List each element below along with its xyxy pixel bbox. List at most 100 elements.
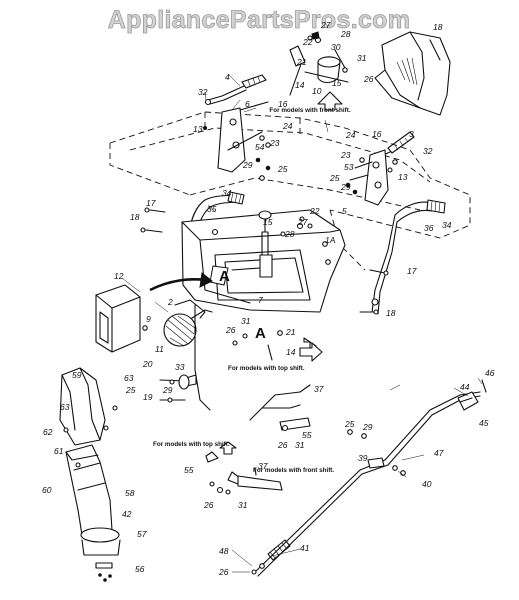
callout-15: 15 [332, 78, 342, 88]
callout-13: 13 [193, 124, 203, 134]
part-callouts: 27 28 18 22 21 30 31 26 14 10 15 4 32 13… [42, 20, 495, 577]
callout-61: 61 [54, 446, 64, 456]
callout-60: 60 [42, 485, 52, 495]
callout-25r: 25 [329, 173, 340, 183]
callout-59: 59 [72, 370, 82, 380]
callout-63a: 63 [124, 373, 134, 383]
callout-22m: 22 [309, 206, 320, 216]
callout-35: 35 [207, 204, 217, 214]
callout-57: 57 [137, 529, 147, 539]
callout-53: 53 [344, 162, 354, 172]
callout-26d: 26 [218, 567, 229, 577]
callout-25: 25 [277, 164, 288, 174]
callout-24r: 24 [345, 130, 356, 140]
callout-54: 54 [255, 142, 265, 152]
callout-14m: 14 [286, 347, 296, 357]
callout-6: 6 [245, 99, 250, 109]
callout-56: 56 [135, 564, 145, 574]
callout-39: 39 [358, 453, 368, 463]
note-top-shift-lower: For models with top shift. [153, 441, 230, 448]
callout-31: 31 [357, 53, 367, 63]
auger-shift-rod [251, 379, 487, 577]
callout-31c: 31 [238, 500, 248, 510]
lower-shift-rods [205, 337, 317, 495]
callout-28: 28 [340, 29, 351, 39]
leader-lines [121, 74, 483, 573]
callout-14: 14 [295, 80, 305, 90]
headlight-assembly [95, 272, 213, 353]
callout-31b: 31 [295, 440, 305, 450]
callout-23: 23 [269, 138, 280, 148]
callout-16: 16 [278, 99, 288, 109]
callout-16r: 16 [372, 129, 382, 139]
callout-7: 7 [258, 295, 263, 305]
callout-22: 22 [302, 37, 313, 47]
callout-9: 9 [146, 314, 151, 324]
callout-18: 18 [433, 22, 443, 32]
callout-2: 2 [167, 297, 173, 307]
callout-26m: 26 [225, 325, 236, 335]
callout-31m: 31 [241, 316, 251, 326]
frame-outline [109, 111, 471, 271]
arrow-top-shift [299, 342, 323, 362]
callout-34l: 34 [222, 188, 232, 198]
fasteners [140, 207, 389, 403]
callout-10: 10 [312, 86, 322, 96]
callout-29mm: 29 [362, 422, 373, 432]
callout-40: 40 [422, 479, 432, 489]
marker-a-left: A [219, 268, 230, 285]
callout-21m: 21 [285, 327, 296, 337]
callout-55a: 55 [302, 430, 312, 440]
callout-17l: 17 [146, 198, 156, 208]
control-panel [181, 209, 346, 313]
note-front-shift-lower: For models with front shift. [253, 467, 334, 474]
callout-63b: 63 [60, 402, 70, 412]
callout-33: 33 [175, 362, 185, 372]
callout-62: 62 [43, 427, 53, 437]
callout-19: 19 [143, 392, 153, 402]
callout-20: 20 [142, 359, 153, 369]
callout-46: 46 [485, 368, 495, 378]
callout-30: 30 [331, 42, 341, 52]
callout-1a: 1A [325, 235, 336, 245]
right-handle [371, 199, 446, 315]
callout-37b: 37 [258, 461, 268, 471]
callout-26b: 26 [277, 440, 288, 450]
callout-3: 3 [409, 129, 414, 139]
note-top-shift-right: For models with top shift. [228, 365, 305, 372]
callout-18r: 18 [386, 308, 396, 318]
callout-13r: 13 [398, 172, 408, 182]
callout-25chute: 25 [125, 385, 136, 395]
front-shift-linkage [289, 31, 349, 111]
callout-45: 45 [479, 418, 489, 428]
callout-41: 41 [300, 543, 310, 553]
callout-42: 42 [122, 509, 132, 519]
callout-37a: 37 [314, 384, 324, 394]
callout-12: 12 [114, 271, 124, 281]
marker-a-right: A [255, 325, 266, 342]
callout-27m: 27 [297, 217, 308, 227]
callout-34r: 34 [442, 220, 452, 230]
callout-25m: 25 [344, 419, 355, 429]
callout-32r: 32 [423, 146, 433, 156]
discharge-chute [59, 367, 121, 582]
callout-26: 26 [363, 74, 374, 84]
upper-housing-assembly [374, 31, 451, 116]
callout-29: 29 [242, 160, 253, 170]
callout-55b: 55 [184, 465, 194, 475]
callout-26c: 26 [203, 500, 214, 510]
callout-29r: 29 [340, 182, 351, 192]
callout-32: 32 [198, 87, 208, 97]
callout-4: 4 [225, 72, 230, 82]
callout-47: 47 [434, 448, 444, 458]
callout-18l: 18 [130, 212, 140, 222]
callout-58: 58 [125, 488, 135, 498]
note-front-shift-top: For models with front shift. [269, 107, 350, 114]
callout-17r: 17 [407, 266, 417, 276]
callout-21: 21 [296, 57, 307, 67]
callout-36: 36 [424, 223, 434, 233]
callout-29m: 29 [162, 385, 173, 395]
right-shift-lever [345, 131, 415, 206]
callout-27: 27 [320, 20, 331, 30]
